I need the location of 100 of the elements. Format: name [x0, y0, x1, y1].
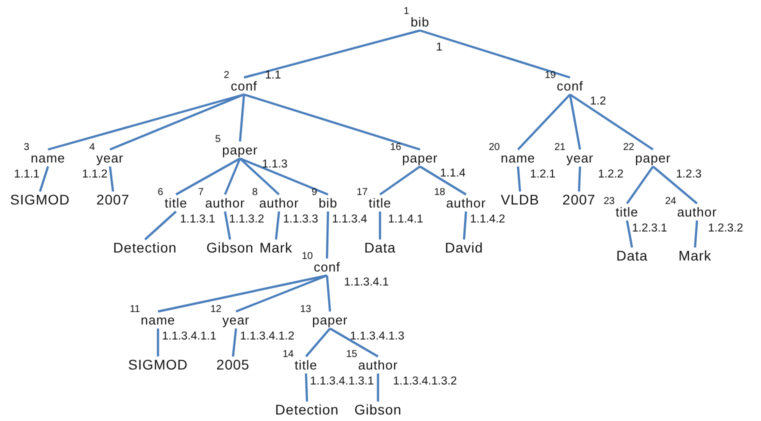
node-number: 13 — [300, 304, 312, 314]
element-tag: conf — [314, 260, 340, 274]
node-number: 9 — [312, 186, 318, 198]
dewey-label: 1.1.3.3 — [283, 214, 318, 226]
dewey-label: 1.1.3.2 — [229, 214, 264, 226]
node-number: 12 — [210, 304, 222, 314]
node-number: 8 — [252, 186, 258, 198]
tree-edge — [626, 166, 654, 204]
text-value: Gibson — [354, 402, 402, 418]
element-tag: author — [259, 196, 299, 210]
node-number: 2 — [224, 70, 230, 80]
element-tag: year — [222, 312, 250, 328]
node-number: 10 — [302, 250, 313, 262]
element-tag: year — [566, 150, 594, 166]
element-tag: year — [96, 150, 124, 166]
tree-edge — [379, 166, 421, 196]
tree-edge — [144, 210, 177, 240]
text-value: 2007 — [96, 192, 130, 208]
tree-edge — [568, 94, 582, 150]
element-tag: author — [677, 204, 717, 220]
text-value: Detection — [113, 240, 177, 256]
dewey-label: 1.1.4.1 — [388, 214, 424, 226]
tree-edge — [238, 94, 246, 142]
text-value: 2005 — [216, 358, 250, 372]
tree-edge — [239, 158, 280, 196]
dewey-label: 1.1.3.1 — [180, 214, 216, 226]
dewey-label: 1.1.3.4 — [332, 214, 368, 226]
text-value: Gibson — [206, 240, 254, 256]
node-number: 17 — [356, 186, 368, 198]
dewey-label: 1.2.1 — [530, 168, 556, 182]
node-number: 23 — [604, 196, 615, 206]
tree-edge — [517, 94, 571, 150]
element-tag: title — [616, 204, 638, 220]
text-value: VLDB — [500, 192, 540, 208]
element-tag: paper — [312, 312, 348, 328]
node-number: 5 — [215, 134, 221, 144]
node-number: 19 — [544, 70, 556, 80]
tree-edge — [156, 328, 160, 356]
element-tag: bib — [318, 196, 338, 210]
text-value: SIGMOD — [10, 192, 70, 208]
dewey-label: 1 — [436, 42, 442, 54]
dewey-label: 1.1.3.4.1.2 — [240, 330, 294, 344]
node-number: 4 — [89, 142, 95, 152]
element-tag: name — [30, 150, 66, 166]
tree-edge — [232, 328, 238, 357]
node-number: 15 — [346, 348, 358, 360]
tree-edge — [110, 93, 244, 151]
element-tag: paper — [635, 150, 671, 166]
dewey-label: 1.1.3.4.1.3.2 — [393, 376, 457, 388]
element-tag: title — [294, 358, 318, 372]
element-tag: title — [164, 196, 188, 210]
tree-edge — [244, 93, 420, 151]
tree-edge — [462, 211, 468, 240]
text-value: Data — [616, 248, 648, 264]
text-value: Mark — [259, 240, 293, 256]
text-value: Detection — [275, 402, 339, 418]
node-number: 14 — [282, 348, 294, 360]
node-number: 1 — [404, 6, 410, 16]
node-number: 22 — [623, 142, 634, 152]
element-tag: paper — [222, 142, 258, 158]
node-number: 21 — [554, 142, 566, 152]
dewey-label: 1.1.4.2 — [470, 214, 506, 226]
element-tag: conf — [230, 78, 258, 94]
tree-edge — [652, 166, 698, 204]
tree-edge — [626, 220, 634, 248]
tree-edge — [304, 373, 308, 402]
tree-edge — [378, 212, 382, 240]
element-tag: author — [358, 358, 398, 372]
tree-edge — [240, 157, 328, 196]
tree-edge — [569, 94, 654, 150]
tree-edge — [326, 275, 332, 312]
text-value: 2007 — [562, 192, 596, 208]
dewey-label: 1.1.1 — [14, 168, 40, 182]
tree-edge — [108, 166, 114, 192]
dewey-label: 1.1.3.4.1.1 — [162, 330, 216, 344]
tree-edge — [224, 211, 232, 240]
tree-edge — [224, 158, 242, 195]
tree-edge — [274, 211, 280, 240]
tree-edge — [326, 211, 330, 259]
tree-edge — [419, 166, 467, 196]
element-tag: paper — [402, 150, 438, 166]
dewey-label: 1.1 — [265, 70, 281, 82]
dewey-label: 1.2.3 — [676, 168, 702, 182]
node-number: 6 — [158, 186, 164, 198]
tree-edge — [694, 220, 698, 248]
element-tag: title — [368, 196, 392, 210]
element-tag: author — [446, 196, 486, 210]
element-tag: conf — [556, 78, 584, 94]
node-number: 24 — [665, 196, 676, 206]
dewey-label: 1.2.3.2 — [708, 222, 744, 236]
dewey-label: 1.1.3.4.1 — [344, 276, 389, 290]
tree-edge — [305, 328, 331, 358]
element-tag: author — [205, 196, 245, 210]
tree-edge — [420, 29, 570, 79]
dewey-label: 1.1.2 — [82, 168, 108, 182]
node-number: 16 — [390, 142, 402, 152]
node-number: 18 — [434, 186, 446, 198]
dewey-label: 1.1.3 — [262, 158, 288, 172]
tree-edge — [38, 166, 50, 192]
node-number: 7 — [198, 186, 204, 198]
